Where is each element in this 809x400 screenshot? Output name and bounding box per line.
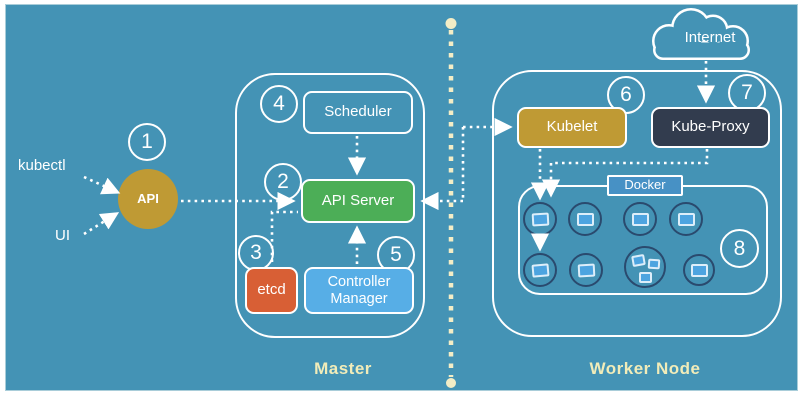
docker-box: Docker [607, 175, 683, 196]
step-1-number: 1 [141, 130, 153, 153]
container-icon [691, 264, 708, 277]
api-server-box: API Server [301, 179, 415, 223]
pod-icon [683, 254, 715, 286]
etcd-label: etcd [257, 281, 286, 299]
internet-label: Internet [684, 29, 736, 46]
ui-label: UI [55, 227, 70, 244]
api-circle: API [118, 169, 178, 229]
api-circle-label: API [137, 190, 159, 206]
docker-label: Docker [624, 177, 666, 193]
container-icon [531, 212, 550, 227]
scheduler-box: Scheduler [303, 91, 413, 134]
container-icon [577, 263, 596, 278]
container-icon [577, 213, 594, 226]
scheduler-label: Scheduler [324, 103, 392, 121]
kube-proxy-label: Kube-Proxy [671, 118, 750, 136]
step-2-number: 2 [277, 170, 289, 193]
worker-zone-frame [492, 70, 782, 337]
container-icon [647, 258, 661, 270]
etcd-box: etcd [245, 267, 298, 314]
master-zone-label: Master [314, 359, 372, 378]
step-circle-3: 3 [238, 235, 274, 271]
step-circle-1: 1 [128, 123, 166, 161]
step-circle-2: 2 [264, 163, 302, 201]
step-7-number: 7 [741, 81, 753, 104]
step-circle-8: 8 [720, 229, 759, 268]
container-icon [631, 253, 646, 268]
pod-icon [568, 202, 602, 236]
controller-manager-label: Controller Manager [327, 274, 391, 307]
api-server-label: API Server [321, 191, 395, 209]
kubelet-label: Kubelet [546, 118, 598, 136]
container-icon [632, 213, 649, 226]
kube-proxy-box: Kube-Proxy [651, 107, 770, 148]
step-4-number: 4 [273, 92, 285, 115]
kubelet-box: Kubelet [517, 107, 627, 148]
kubectl-label: kubectl [18, 157, 66, 174]
pod-icon [523, 202, 557, 236]
pod-icon [669, 202, 703, 236]
pod-icon [623, 202, 657, 236]
pod-icon [569, 253, 603, 287]
step-circle-4: 4 [260, 85, 298, 123]
worker-zone-label: Worker Node [589, 359, 701, 378]
step-5-number: 5 [390, 243, 402, 266]
step-6-number: 6 [620, 83, 632, 106]
container-icon [531, 263, 550, 278]
controller-manager-box: Controller Manager [304, 267, 414, 314]
step-8-number: 8 [733, 236, 746, 260]
container-icon [678, 213, 695, 226]
multi-container-pod-icon [624, 246, 666, 288]
container-icon [639, 272, 652, 283]
pod-icon [523, 253, 557, 287]
step-3-number: 3 [250, 241, 262, 264]
